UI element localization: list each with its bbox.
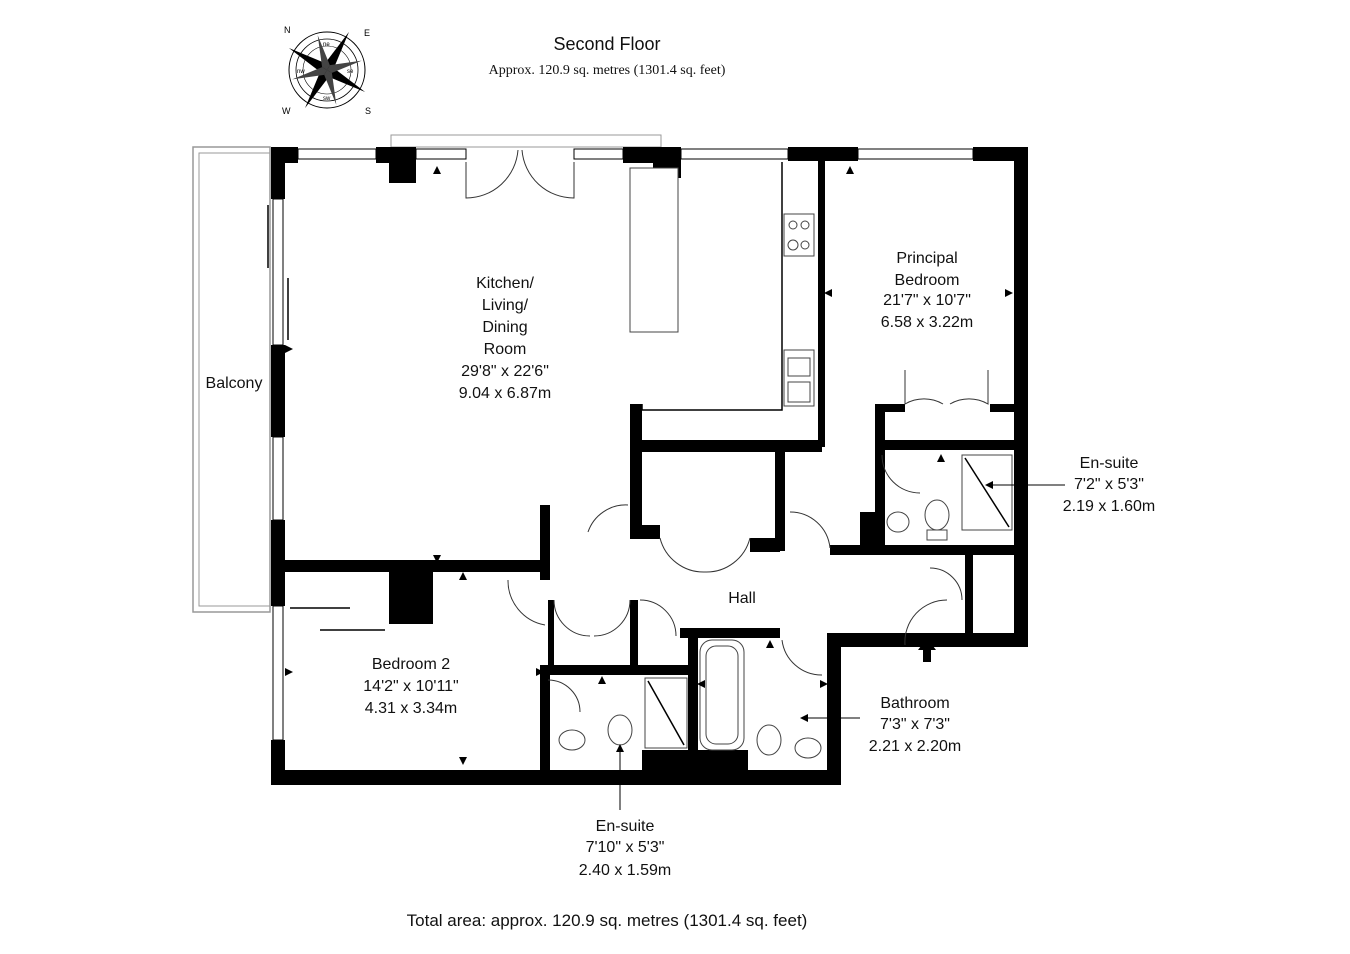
room-dimension-metric: 6.58 x 3.22m [881, 314, 974, 331]
toilet-icon [756, 724, 782, 756]
toilet-icon [924, 499, 950, 531]
compass-rose-icon: N E S W ne se sw nw [282, 25, 371, 116]
compass-letter: N [284, 25, 291, 35]
room-label-principal: Principal Bedroom 21'7" x 10'7" 6.58 x 3… [881, 250, 974, 331]
toilet-icon [607, 714, 633, 746]
balcony-outline [192, 146, 271, 613]
room-name-line: Room [484, 341, 527, 358]
room-name: Bedroom 2 [372, 656, 450, 673]
room-dimension-imperial: 7'10" x 5'3" [586, 839, 665, 856]
basin-icon [794, 737, 822, 759]
room-dimension-metric: 4.31 x 3.34m [365, 700, 458, 717]
room-name: En-suite [1080, 455, 1139, 472]
room-dimension-imperial: 21'7" x 10'7" [883, 292, 971, 309]
room-dimension-imperial: 7'3" x 7'3" [880, 716, 950, 733]
floor-title: Second Floor [553, 34, 660, 54]
room-name-line: Principal [896, 250, 957, 267]
room-dimension-metric: 9.04 x 6.87m [459, 385, 552, 402]
room-dimension-metric: 2.19 x 1.60m [1063, 498, 1156, 515]
total-area: Total area: approx. 120.9 sq. metres (13… [407, 911, 808, 930]
room-label-balcony: Balcony [206, 375, 263, 392]
room-dimension-metric: 2.21 x 2.20m [869, 738, 962, 755]
sliding-doors [267, 205, 385, 631]
room-dimension-metric: 2.40 x 1.59m [579, 862, 672, 879]
compass-letter: ne [323, 42, 330, 48]
entrance-arrow-icon [918, 638, 936, 662]
interior-walls [285, 147, 1015, 770]
windows [272, 148, 974, 741]
floor-area: Approx. 120.9 sq. metres (1301.4 sq. fee… [489, 63, 726, 78]
basin-icon [886, 511, 910, 533]
hob-icon [783, 213, 815, 257]
room-name-line: Dining [482, 319, 527, 336]
room-name: En-suite [596, 818, 655, 835]
room-label-ensuite-1: En-suite 7'2" x 5'3" 2.19 x 1.60m [1063, 455, 1156, 515]
radiator-markers [285, 166, 1013, 765]
room-dimension-imperial: 7'2" x 5'3" [1074, 476, 1144, 493]
compass-letter: E [364, 28, 370, 38]
room-label-ensuite-2: En-suite 7'10" x 5'3" 2.40 x 1.59m [579, 818, 672, 879]
room-name: Bathroom [880, 695, 949, 712]
compass-letter: W [282, 106, 291, 116]
exterior-walls [271, 147, 1028, 785]
door-swings [465, 149, 989, 713]
sanitary-fittings [558, 454, 1013, 759]
leader-lines [616, 481, 1065, 810]
room-label-bedroom-2: Bedroom 2 14'2" x 10'11" 4.31 x 3.34m [363, 656, 458, 717]
basin-icon [558, 729, 586, 751]
kitchen-fittings [629, 162, 815, 411]
room-name-line: Bedroom [895, 272, 960, 289]
compass-letter: nw [297, 69, 305, 75]
compass-letter: sw [323, 96, 331, 102]
room-dimension-imperial: 14'2" x 10'11" [363, 678, 458, 695]
room-label-hall: Hall [728, 590, 756, 607]
room-dimension-imperial: 29'8" x 22'6" [461, 363, 549, 380]
room-name-line: Living/ [482, 297, 529, 314]
room-name-line: Kitchen/ [476, 275, 534, 292]
compass-letter: se [347, 69, 354, 75]
room-label-bathroom: Bathroom 7'3" x 7'3" 2.21 x 2.20m [869, 695, 962, 755]
room-label-kitchen: Kitchen/ Living/ Dining Room 29'8" x 22'… [459, 275, 552, 402]
compass-letter: S [365, 106, 371, 116]
top-balcony-rail [390, 134, 662, 148]
